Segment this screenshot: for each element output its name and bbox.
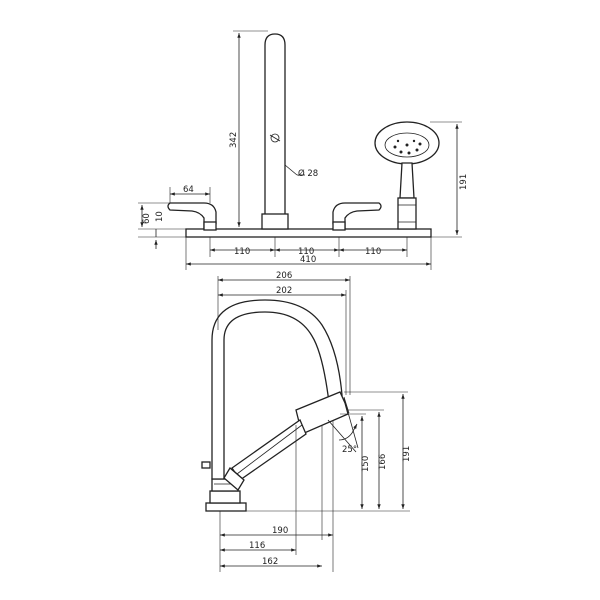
dim-handle-height: 60 xyxy=(142,213,152,224)
dim-depth-162: 162 xyxy=(262,557,278,567)
dim-height-166: 166 xyxy=(378,454,388,470)
dim-spacing-left: 110 xyxy=(234,247,250,257)
dim-plate-thickness: 10 xyxy=(155,211,165,222)
side-base xyxy=(205,502,247,512)
dim-total-width: 410 xyxy=(300,255,316,265)
deck-plate xyxy=(185,228,432,238)
dim-height-150: 150 xyxy=(361,456,371,472)
dim-spout-height: 342 xyxy=(229,132,239,148)
side-elevation: 206 202 25° 150 166 191 190 1 xyxy=(201,271,412,572)
dim-spout-reach-outer: 206 xyxy=(276,271,292,281)
dim-depth-190: 190 xyxy=(272,526,288,536)
side-hand-shower xyxy=(223,391,350,491)
dim-depth-116: 116 xyxy=(249,541,265,551)
left-handle xyxy=(167,202,217,231)
right-handle xyxy=(332,202,382,231)
dim-handle-length: 64 xyxy=(183,185,194,195)
dim-spout-diameter: Ø 28 xyxy=(298,168,318,179)
dim-angle: 25° xyxy=(342,445,357,455)
spout-tube xyxy=(261,33,289,230)
dim-spacing-middle: 110 xyxy=(298,247,314,257)
front-elevation: 342 Ø 28 64 60 10 110 110 110 410 xyxy=(138,30,469,270)
dim-spout-reach-inner: 202 xyxy=(276,286,292,296)
dim-shower-height: 191 xyxy=(459,174,469,190)
dim-height-191: 191 xyxy=(402,446,412,462)
hand-shower xyxy=(374,121,440,230)
dim-spacing-right: 110 xyxy=(365,247,381,257)
